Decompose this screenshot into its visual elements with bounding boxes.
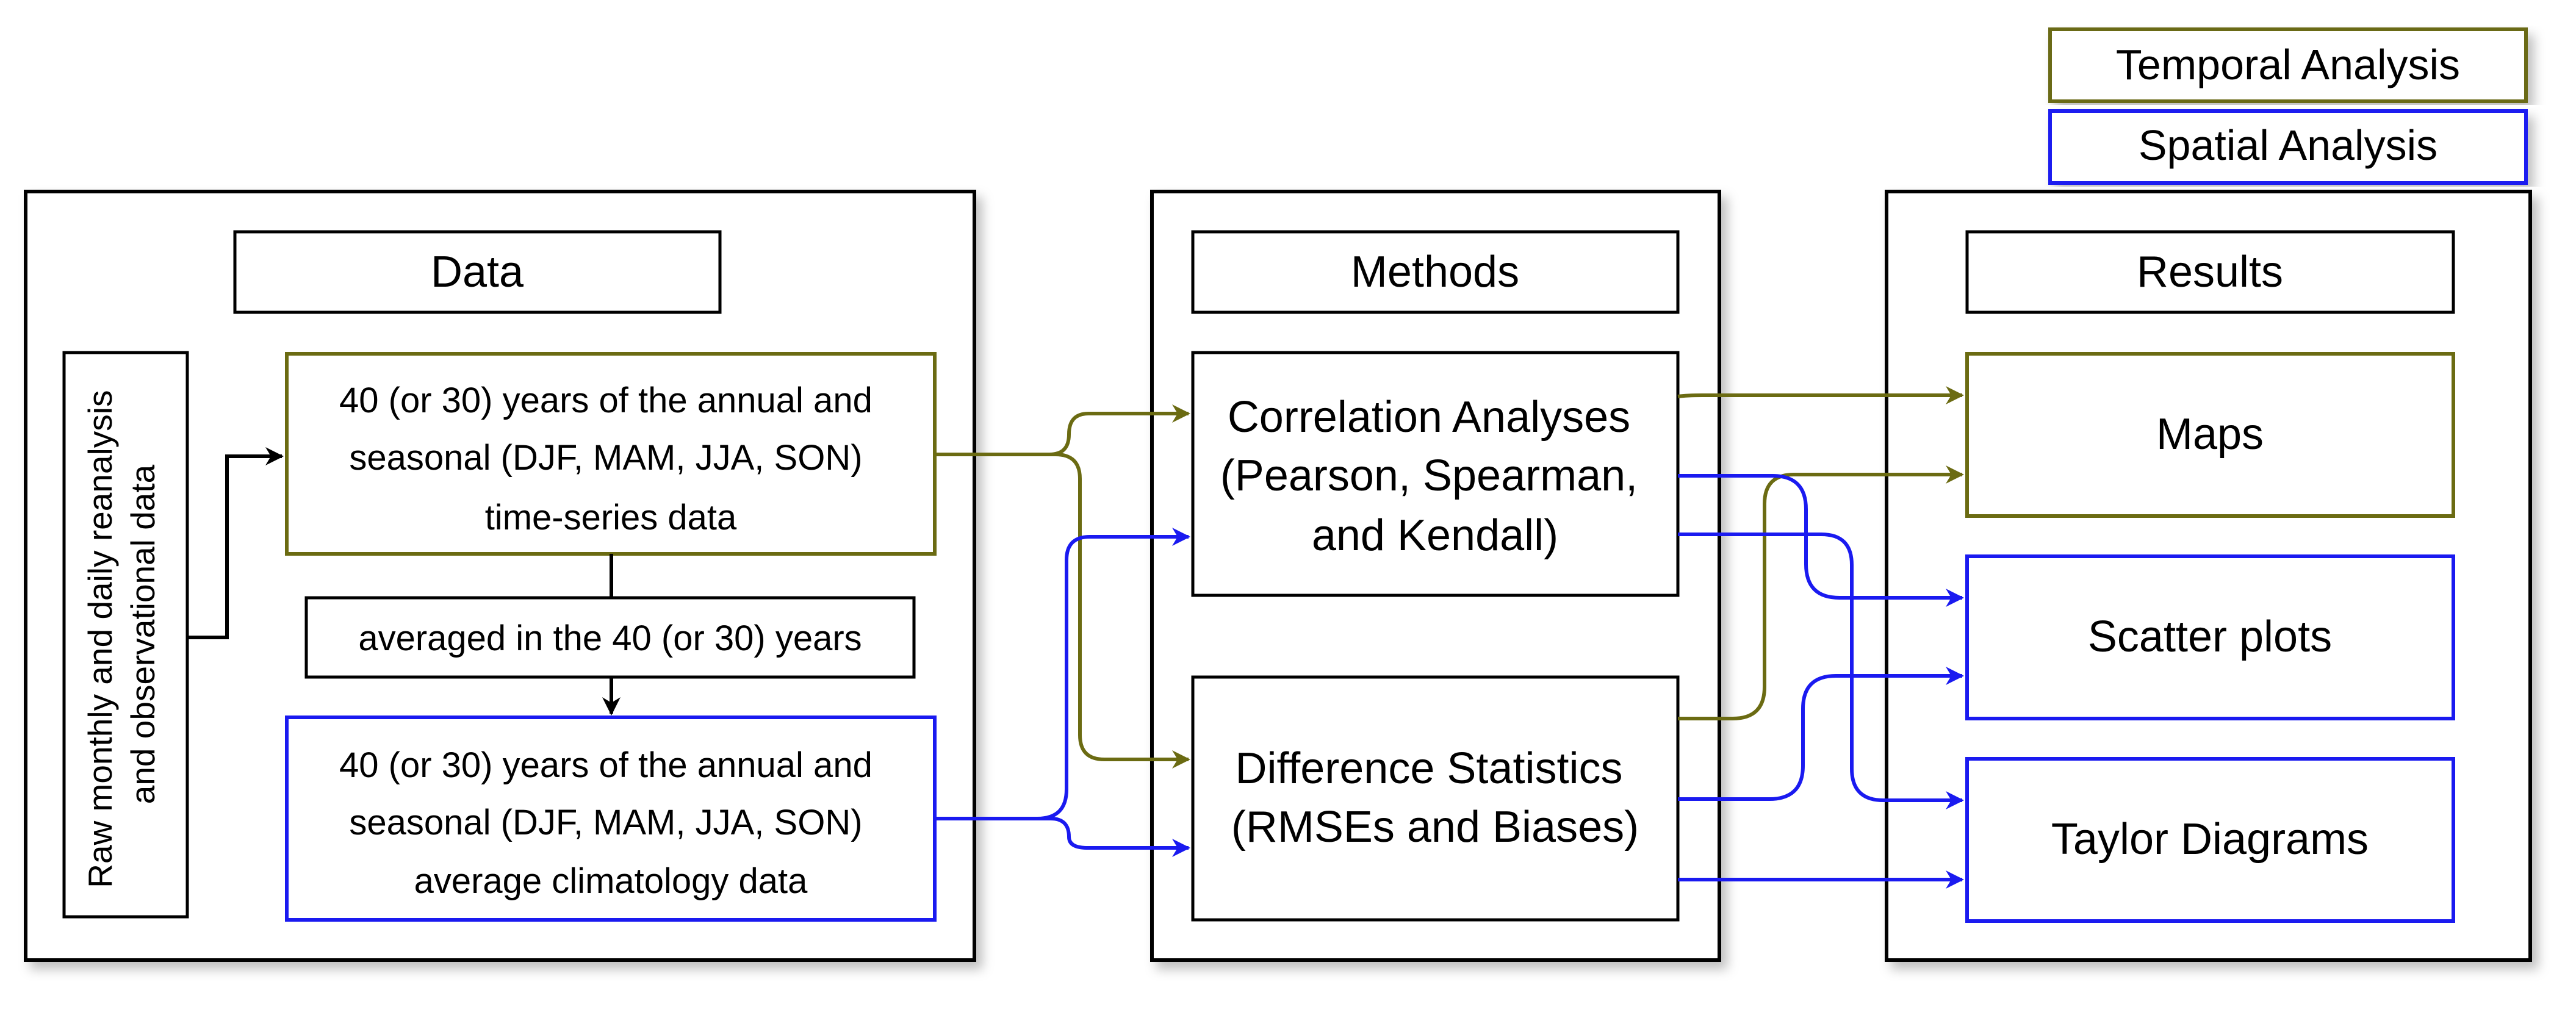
arrow-climatology-to-difference bbox=[935, 817, 1190, 857]
raw-data-box bbox=[62, 351, 189, 919]
averaged-label: averaged in the 40 (or 30) years bbox=[358, 619, 862, 658]
correlation-label: Correlation Analyses (Pearson, Spearman,… bbox=[1220, 393, 1650, 560]
legend-spatial-box bbox=[2048, 109, 2528, 185]
data-title-box bbox=[233, 230, 722, 314]
results-title-box bbox=[1965, 230, 2455, 314]
connectors bbox=[187, 386, 1964, 889]
results-title: Results bbox=[2137, 248, 2283, 296]
arrow-correlation-to-scatter bbox=[1678, 474, 1964, 607]
data-panel: Data Raw monthly and daily reanalysis an… bbox=[24, 190, 976, 962]
climatology-line-2: seasonal (DJF, MAM, JJA, SON) bbox=[349, 803, 862, 842]
scatter-box bbox=[1965, 554, 2455, 720]
methods-panel: Methods Correlation Analyses (Pearson, S… bbox=[1150, 190, 1721, 962]
difference-line-2: (RMSEs and Biases) bbox=[1231, 803, 1639, 852]
legend-temporal-label: Temporal Analysis bbox=[2116, 41, 2460, 88]
legend-spatial-label: Spatial Analysis bbox=[2139, 121, 2437, 169]
climatology-line-3: average climatology data bbox=[414, 861, 808, 901]
raw-data-line-2: and observational data bbox=[124, 464, 162, 804]
timeseries-label: 40 (or 30) years of the annual and seaso… bbox=[339, 381, 882, 537]
arrow-correlation-to-taylor bbox=[1678, 533, 1964, 809]
correlation-line-2: (Pearson, Spearman, bbox=[1220, 451, 1638, 500]
climatology-label: 40 (or 30) years of the annual and seaso… bbox=[339, 745, 882, 901]
scatter-label: Scatter plots bbox=[2088, 612, 2332, 661]
raw-data-line-1: Raw monthly and daily reanalysis bbox=[81, 390, 119, 888]
data-title: Data bbox=[431, 248, 524, 296]
raw-data-label: Raw monthly and daily reanalysis and obs… bbox=[81, 381, 162, 888]
taylor-box bbox=[1965, 757, 2455, 923]
climatology-line-1: 40 (or 30) years of the annual and bbox=[339, 745, 872, 785]
difference-box bbox=[1191, 675, 1680, 922]
timeseries-box bbox=[285, 352, 937, 556]
timeseries-line-2: seasonal (DJF, MAM, JJA, SON) bbox=[349, 438, 862, 478]
climatology-box bbox=[285, 716, 937, 922]
correlation-line-3: and Kendall) bbox=[1312, 511, 1558, 560]
difference-label: Difference Statistics (RMSEs and Biases) bbox=[1231, 744, 1639, 852]
arrow-timeseries-to-difference bbox=[935, 453, 1190, 769]
arrow-difference-to-scatter bbox=[1678, 667, 1964, 801]
methods-title: Methods bbox=[1351, 248, 1519, 296]
arrow-correlation-to-maps bbox=[1677, 386, 1964, 404]
timeseries-line-1: 40 (or 30) years of the annual and bbox=[339, 381, 872, 420]
taylor-label: Taylor Diagrams bbox=[2051, 815, 2369, 864]
arrow-raw-to-timeseries bbox=[187, 447, 284, 639]
difference-line-1: Difference Statistics bbox=[1236, 744, 1623, 793]
maps-label: Maps bbox=[2156, 410, 2264, 459]
correlation-line-1: Correlation Analyses bbox=[1228, 393, 1630, 442]
methods-title-box bbox=[1191, 230, 1680, 314]
results-panel: Results Maps Scatter plots Taylor Diagra… bbox=[1885, 190, 2532, 962]
legend: Temporal Analysis Spatial Analysis bbox=[2048, 27, 2528, 185]
maps-box bbox=[1965, 352, 2455, 518]
timeseries-line-3: time-series data bbox=[485, 498, 737, 537]
correlation-box bbox=[1191, 351, 1680, 597]
legend-temporal-box bbox=[2048, 27, 2528, 103]
